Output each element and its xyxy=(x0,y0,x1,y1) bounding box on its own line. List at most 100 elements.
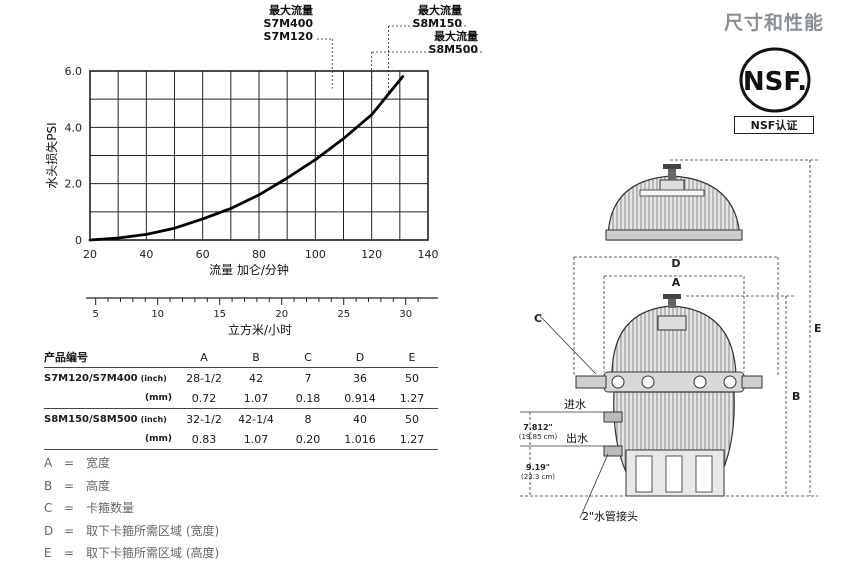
cell-a: 28-1/2 xyxy=(178,368,230,389)
cell-b: 42 xyxy=(230,368,282,389)
outlet-height-cm: (23.3 cm) xyxy=(521,473,555,481)
legend-key: A xyxy=(44,452,64,475)
cell-b: 42-1/4 xyxy=(230,409,282,430)
secondary-tick-label: 30 xyxy=(399,309,412,320)
nsf-caption: NSF认证 xyxy=(734,116,814,134)
cell-d: 36 xyxy=(334,368,386,389)
secondary-tick-label: 20 xyxy=(275,309,288,320)
dim-d-label: D xyxy=(671,257,680,270)
legend-item: E=取下卡箍所需区域 (高度) xyxy=(44,542,219,565)
x-tick-label: 120 xyxy=(361,248,382,261)
spec-table: 产品编号 A B C D E S7M120/S7M400(inch) 28-1/… xyxy=(44,347,438,450)
legend-key: E xyxy=(44,542,64,565)
legend-text: 高度 xyxy=(86,479,110,493)
outlet-label: 出水 xyxy=(566,431,588,445)
cell-e: 50 xyxy=(386,368,438,389)
annotation-label: 最大流量 xyxy=(269,3,313,17)
cell-d: 0.914 xyxy=(334,388,386,409)
dim-e-label: E xyxy=(814,322,822,335)
legend-eq: = xyxy=(64,497,86,520)
cell-b: 1.07 xyxy=(230,429,282,450)
table-row: (mm) 0.72 1.07 0.18 0.914 1.27 xyxy=(44,388,438,409)
outlet-height: 9.19" xyxy=(526,463,550,472)
x-tick-label: 140 xyxy=(418,248,439,261)
annotation-label: S7M120 xyxy=(264,30,314,43)
header-b: B xyxy=(230,347,282,368)
legend-text: 宽度 xyxy=(86,456,110,470)
legend-key: C xyxy=(44,497,64,520)
dimension-legend: A=宽度 B=高度 C=卡箍数量 D=取下卡箍所需区域 (宽度) E=取下卡箍所… xyxy=(44,452,219,565)
x-axis-label: 流量 加仑/分钟 xyxy=(209,262,289,277)
inlet-height-cm: (19.85 cm) xyxy=(519,433,558,441)
y-tick-label: 4.0 xyxy=(65,121,83,134)
legend-text: 卡箍数量 xyxy=(86,501,134,515)
x-tick-label: 40 xyxy=(139,248,153,261)
y-tick-label: 0 xyxy=(75,234,82,247)
unit-label: (inch) xyxy=(141,374,167,383)
table-row: (mm) 0.83 1.07 0.20 1.016 1.27 xyxy=(44,429,438,450)
cell-d: 1.016 xyxy=(334,429,386,450)
legend-eq: = xyxy=(64,542,86,565)
series-line xyxy=(90,77,403,240)
cell-c: 8 xyxy=(282,409,334,430)
y-tick-label: 6.0 xyxy=(65,65,83,78)
secondary-tick-label: 10 xyxy=(151,309,164,320)
model-name: S8M150/S8M500 xyxy=(44,414,138,425)
legend-item: C=卡箍数量 xyxy=(44,497,219,520)
performance-chart: 20 40 60 80 100 120 140 0 2.0 4.0 6.0 水头损失PSI 流量 加仑/… xyxy=(0,0,460,345)
legend-text: 取下卡箍所需区域 (高度) xyxy=(86,546,219,560)
annotation-label: 最大流量 xyxy=(434,29,478,43)
dim-a-label: A xyxy=(672,276,681,289)
annotation-label: S8M150 xyxy=(413,17,463,30)
secondary-axis-label: 立方米/小时 xyxy=(228,322,292,337)
cell-b: 1.07 xyxy=(230,388,282,409)
cell-e: 1.27 xyxy=(386,429,438,450)
y-tick-label: 2.0 xyxy=(65,178,83,191)
cell-e: 50 xyxy=(386,409,438,430)
cell-a: 32-1/2 xyxy=(178,409,230,430)
legend-key: B xyxy=(44,475,64,498)
legend-eq: = xyxy=(64,475,86,498)
dim-c-label: C xyxy=(534,312,542,325)
unit-label: (mm) xyxy=(44,388,178,409)
inlet-height: 7.812" xyxy=(523,423,552,432)
nsf-logo-text: NSF. xyxy=(743,67,807,97)
secondary-tick-label: 5 xyxy=(92,309,98,320)
header-model: 产品编号 xyxy=(44,347,178,368)
header-c: C xyxy=(282,347,334,368)
inlet-label: 进水 xyxy=(564,398,586,411)
cell-d: 40 xyxy=(334,409,386,430)
dim-b-label: B xyxy=(792,390,800,403)
secondary-tick-label: 25 xyxy=(337,309,350,320)
filter-diagram: D A B E C 进水 出水 7.812" (19.85 cm) 9.19" … xyxy=(500,140,852,562)
legend-item: B=高度 xyxy=(44,475,219,498)
annotation-label: 最大流量 xyxy=(418,3,462,17)
x-tick-label: 20 xyxy=(83,248,97,261)
cell-c: 0.18 xyxy=(282,388,334,409)
legend-item: A=宽度 xyxy=(44,452,219,475)
table-row: S7M120/S7M400(inch) 28-1/2 42 7 36 50 xyxy=(44,368,438,389)
unit-label: (inch) xyxy=(141,415,167,424)
cell-a: 0.72 xyxy=(178,388,230,409)
cell-e: 1.27 xyxy=(386,388,438,409)
table-row: S8M150/S8M500(inch) 32-1/2 42-1/4 8 40 5… xyxy=(44,409,438,430)
model-name: S7M120/S7M400 xyxy=(44,373,138,384)
legend-eq: = xyxy=(64,520,86,543)
annotation-label: S7M400 xyxy=(264,17,314,30)
legend-text: 取下卡箍所需区域 (宽度) xyxy=(86,524,219,538)
filter-body xyxy=(576,294,762,496)
x-tick-label: 100 xyxy=(305,248,326,261)
annotation-label: S8M500 xyxy=(429,43,479,56)
unit-label: (mm) xyxy=(44,429,178,450)
secondary-tick-label: 15 xyxy=(213,309,226,320)
x-tick-label: 60 xyxy=(196,248,210,261)
filter-lid xyxy=(606,164,742,240)
legend-item: D=取下卡箍所需区域 (宽度) xyxy=(44,520,219,543)
cell-c: 7 xyxy=(282,368,334,389)
legend-key: D xyxy=(44,520,64,543)
header-d: D xyxy=(334,347,386,368)
y-axis-label: 水头损失PSI xyxy=(44,122,59,188)
x-tick-label: 80 xyxy=(252,248,266,261)
nsf-logo: NSF. xyxy=(738,46,812,114)
header-a: A xyxy=(178,347,230,368)
